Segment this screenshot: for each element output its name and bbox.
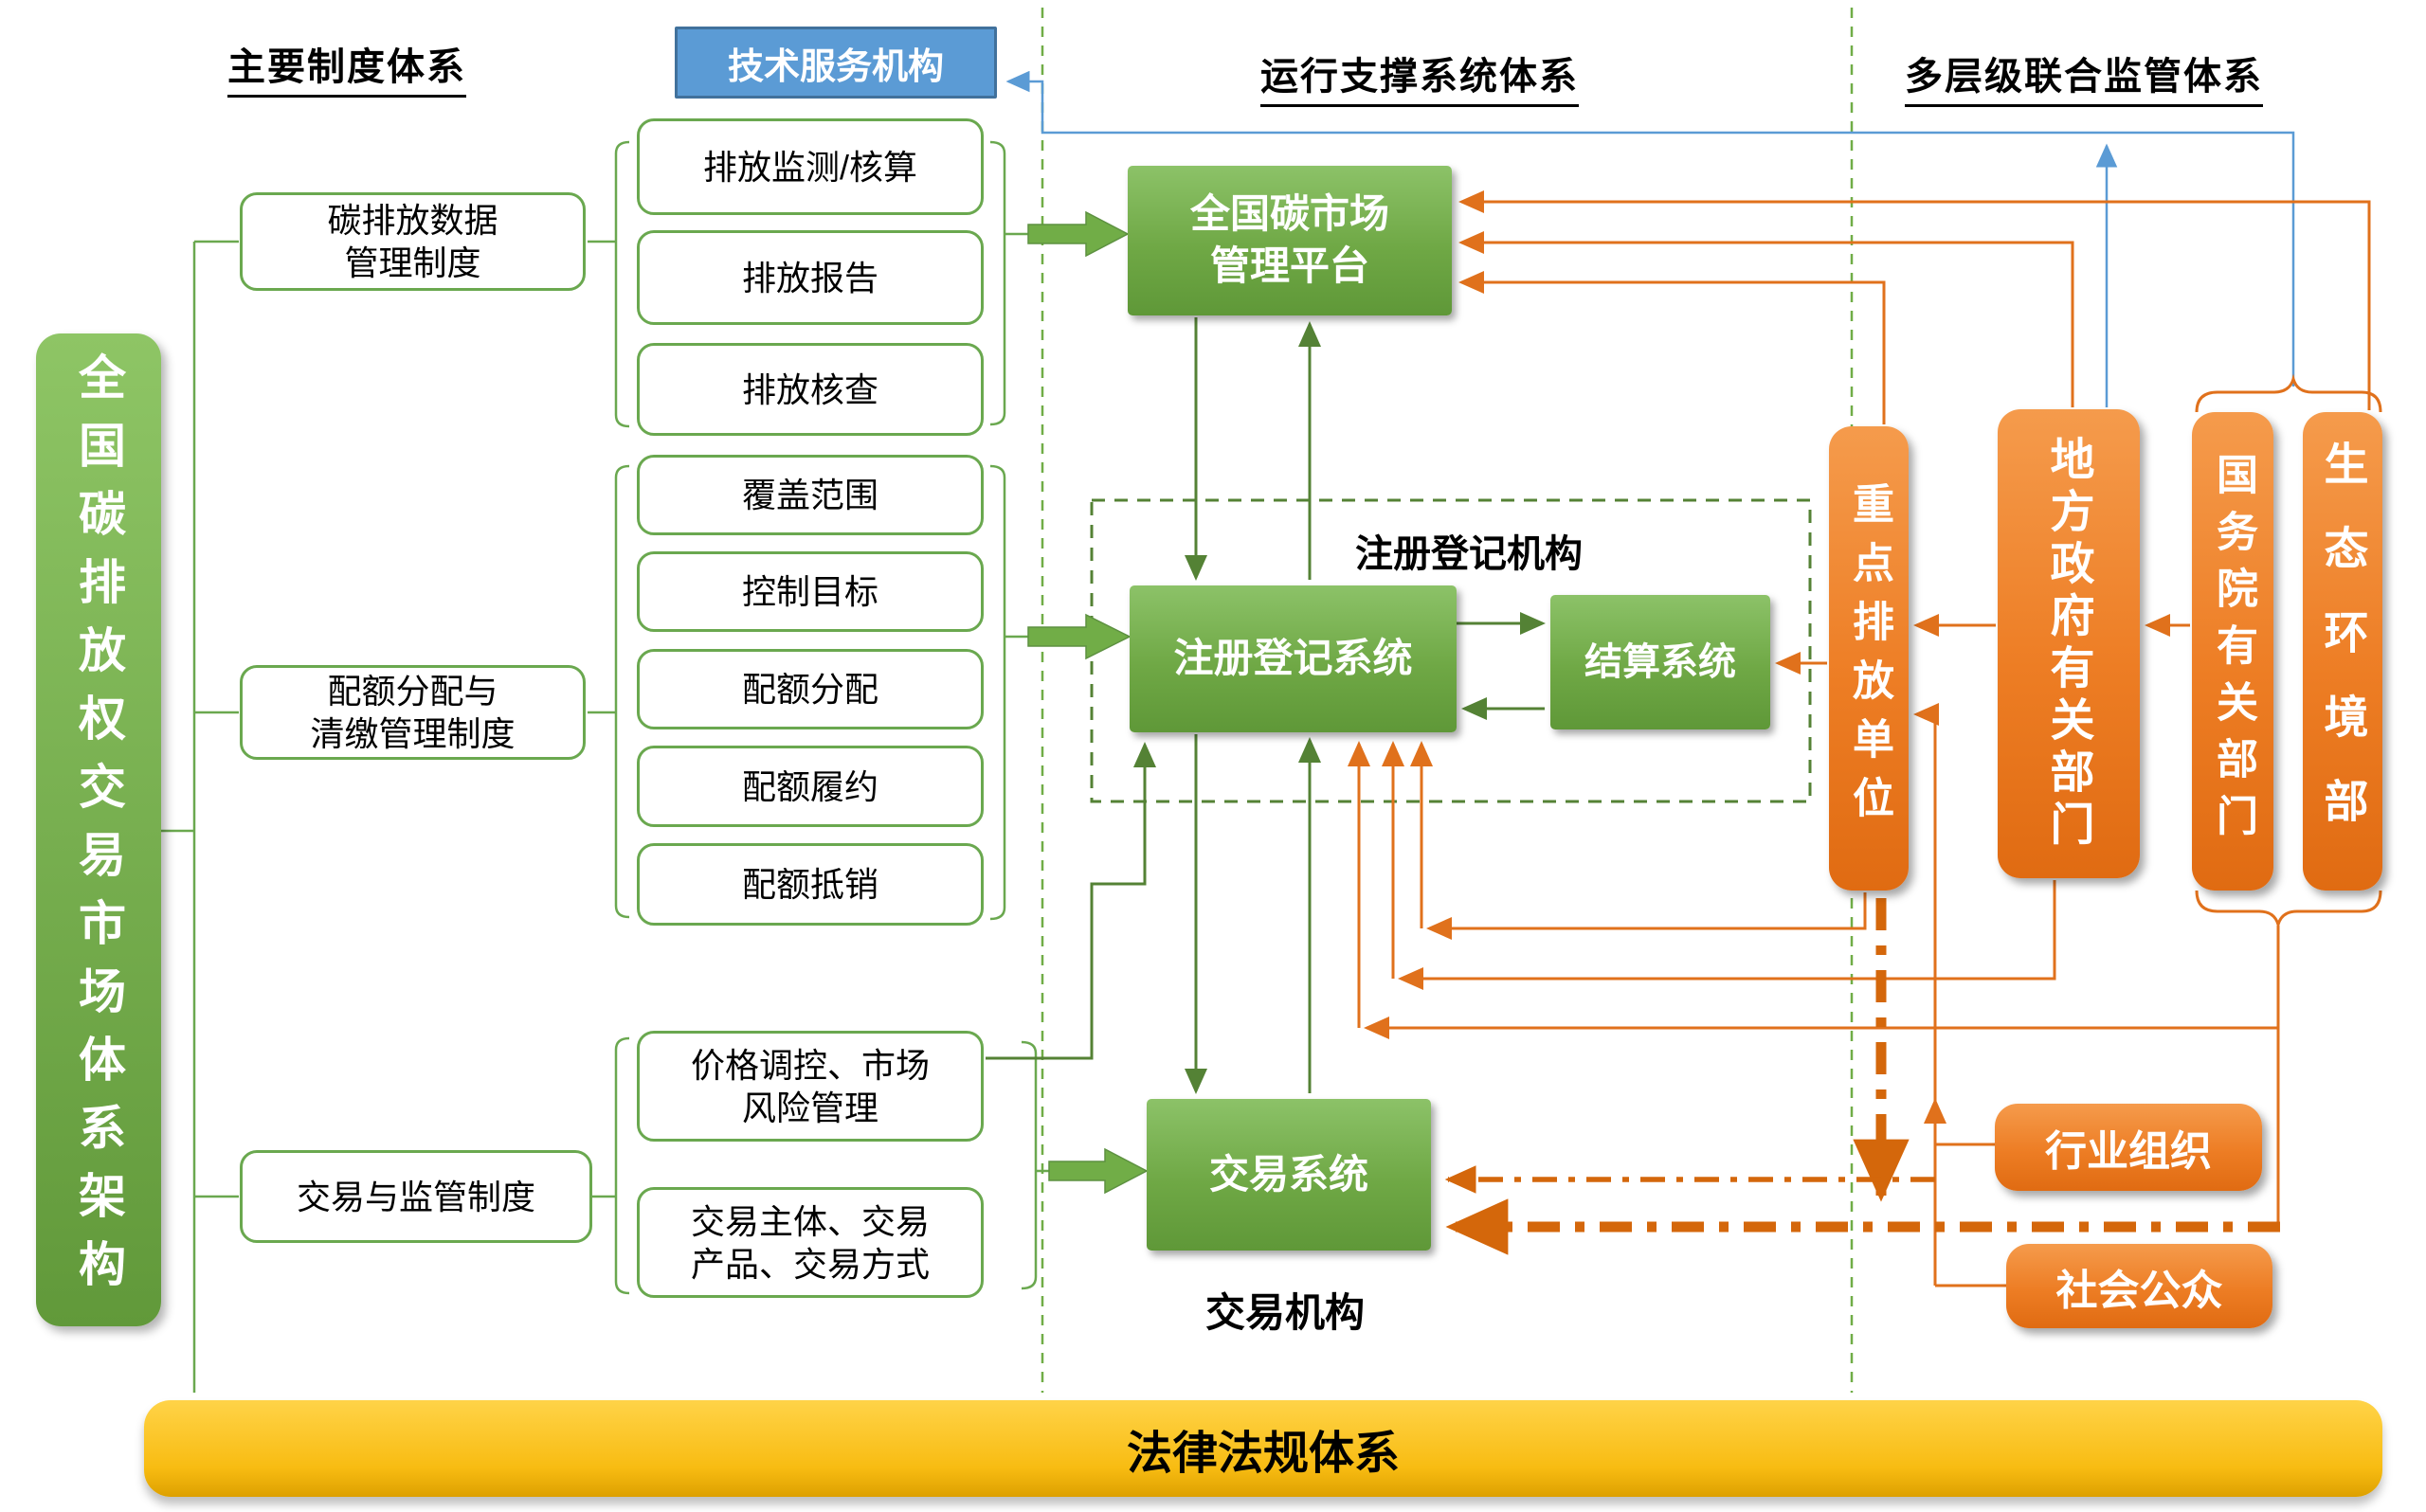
legal-foundation-bar: 法律法规体系 [144,1400,2382,1497]
system-architecture-bar: 全国碳排放权交易市场体系架构 [36,333,161,1326]
national-carbon-platform-box: 全国碳市场 管理平台 [1128,166,1452,315]
group-brackets [588,140,1049,1295]
block-arrow-registry [1027,613,1132,660]
regulator-state-council-label: 国务院有关部门 [2210,452,2256,851]
element-coverage-scope: 覆盖范围 [637,455,984,535]
element-quota-compliance: 配额履约 [637,746,984,827]
institution-quota-allocation: 配额分配与 清缴管理制度 [240,665,586,760]
registry-org-label: 注册登记机构 [1355,533,1583,575]
tech-service-box: 技术服务机构 [675,27,997,99]
blue-arrows [1005,70,2295,407]
orange-arrows [1348,190,2382,1287]
regulator-industry-org: 行业组织 [1995,1104,2262,1191]
regulator-key-emitters: 重点排放单位 [1829,426,1909,891]
regulator-local-government-label: 地方政府有关部门 [2043,435,2094,853]
element-emission-monitoring: 排放监测/核算 [637,118,984,215]
element-control-target: 控制目标 [637,551,984,632]
element-emission-verification: 排放核查 [637,343,984,436]
element-trading-subjects: 交易主体、交易 产品、交易方式 [637,1187,984,1298]
institution-carbon-data: 碳排放数据 管理制度 [240,192,586,291]
block-arrow-trading [1048,1147,1149,1195]
header-operation-support: 运行支撑系统体系 [1260,45,1579,107]
regulator-ecology-ministry-label: 生态环境部 [2317,441,2368,862]
regulator-key-emitters-label: 重点排放单位 [1846,482,1892,835]
registry-system-box: 注册登记系统 [1130,585,1457,732]
header-institutions: 主要制度体系 [227,36,466,98]
trading-org-label: 交易机构 [1205,1290,1366,1335]
regulator-ecology-ministry: 生态环境部 [2303,412,2382,891]
settlement-system-box: 结算系统 [1550,595,1770,729]
element-quota-allocation: 配额分配 [637,649,984,729]
header-joint-supervision: 多层级联合监管体系 [1905,45,2263,107]
element-emission-report: 排放报告 [637,230,984,325]
element-price-regulation: 价格调控、市场 风险管理 [637,1031,984,1142]
regulator-local-government: 地方政府有关部门 [1998,409,2140,878]
institution-trading-supervision: 交易与监管制度 [240,1150,592,1243]
regulator-state-council: 国务院有关部门 [2192,412,2273,891]
institution-tree-lines [161,240,239,1393]
trading-system-box: 交易系统 [1147,1099,1431,1251]
regulator-public: 社会公众 [2006,1244,2272,1328]
system-architecture-title: 全国碳排放权交易市场体系架构 [72,352,125,1307]
green-arrows [986,317,1546,1094]
block-arrow-platform [1027,210,1130,258]
element-quota-offset: 配额抵销 [637,843,984,926]
block-arrows [1027,210,1149,1195]
